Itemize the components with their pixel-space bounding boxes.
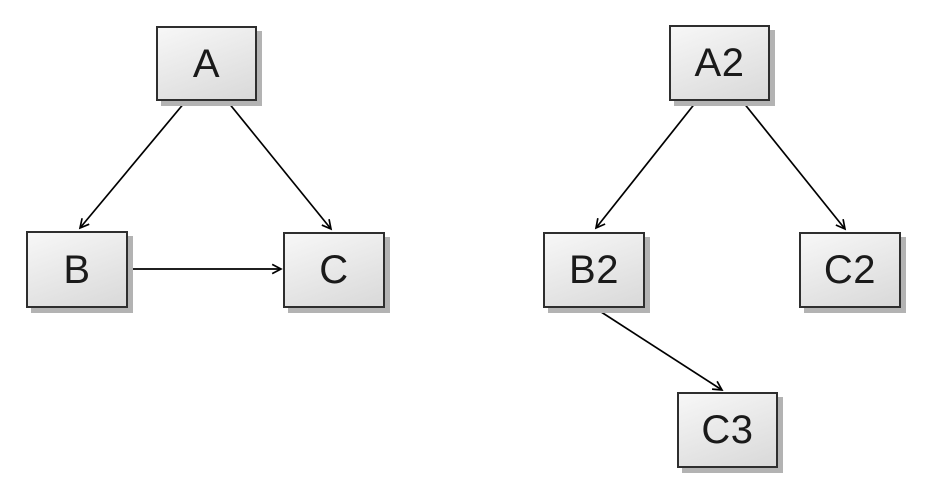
node-B: B [26,231,128,308]
node-label: C2 [823,248,877,292]
node-label: C3 [701,408,754,452]
node-C3: C3 [677,392,778,468]
node-label: C [319,248,349,292]
node-A2: A2 [669,25,770,101]
node-B2: B2 [543,232,645,308]
node-label: A2 [694,41,745,85]
node-label: B [63,247,91,292]
node-C: C [283,232,385,308]
node-label: B2 [569,248,619,292]
node-A: A [156,26,257,101]
node-C2: C2 [799,232,901,308]
node-label: A [192,41,221,86]
